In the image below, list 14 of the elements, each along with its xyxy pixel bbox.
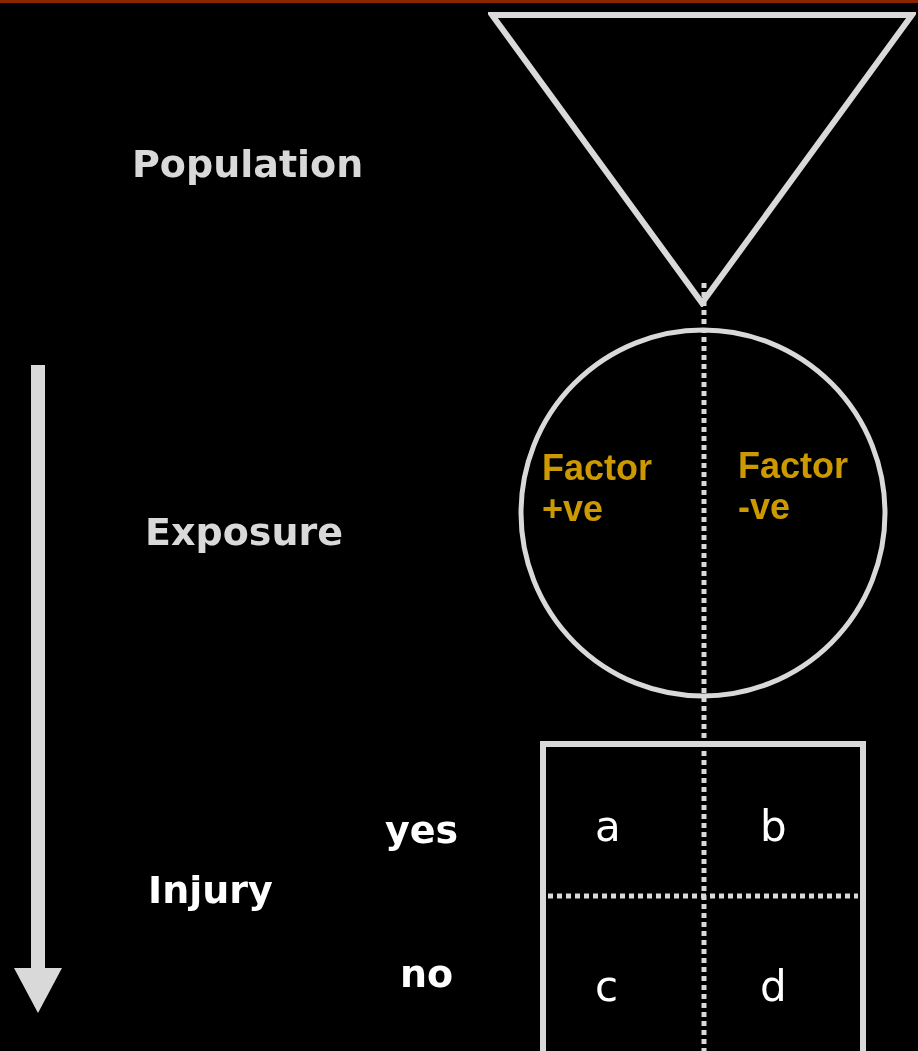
- row-label: no: [400, 955, 454, 993]
- stage-label: Exposure: [145, 513, 343, 551]
- table-cell: d: [760, 963, 787, 1012]
- table-cell: c: [595, 963, 619, 1012]
- table-cell: a: [595, 803, 621, 852]
- stage-label: Population: [132, 145, 364, 183]
- factor-label: Factor +ve: [542, 447, 654, 530]
- outcome-table: [540, 741, 866, 1051]
- stage-label: Injury: [148, 871, 273, 909]
- population-triangle: [488, 11, 916, 307]
- exposure-circle: [518, 327, 888, 699]
- row-label: yes: [385, 811, 459, 849]
- factor-label: Factor -ve: [738, 445, 850, 528]
- table-cell: b: [760, 803, 787, 852]
